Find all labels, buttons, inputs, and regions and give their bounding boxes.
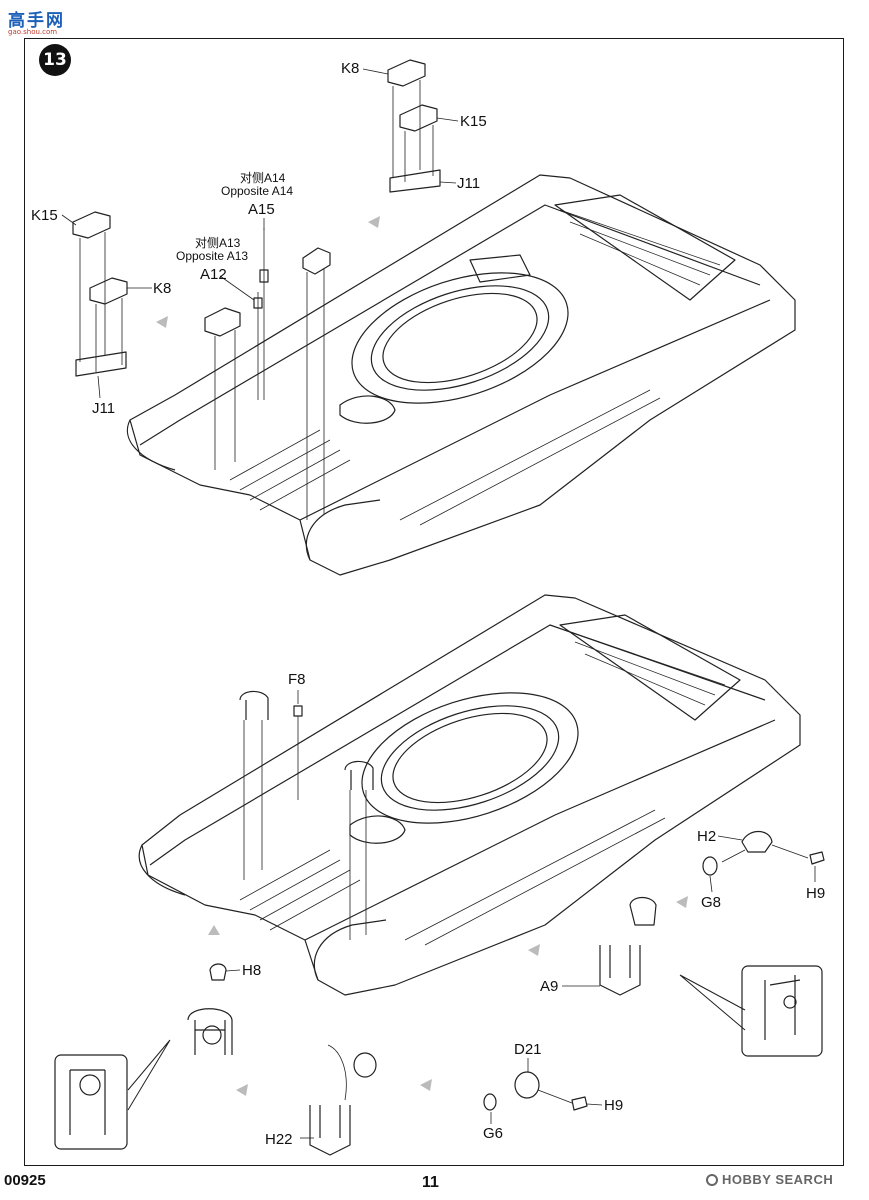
part-label-a12: A12 [200,266,227,283]
page-border [24,38,844,1166]
product-code: 00925 [4,1172,46,1189]
part-label-k8-top: K8 [341,60,360,77]
center-boxes-group [204,228,331,520]
upper-hull-drawing-bottom [138,594,801,996]
upper-hull-drawing-top [126,174,796,576]
part-label-d21: D21 [514,1041,542,1058]
part-label-k15-top: K15 [460,113,487,130]
part-label-k15-left: K15 [31,207,58,224]
part-label-g6: G6 [483,1125,504,1142]
part-label-a14-cn: 对侧A14 [240,171,286,185]
left-boxes-group [72,211,128,377]
hobby-search-text: HOBBY SEARCH [722,1172,834,1187]
site-logo-text: 高手网 [8,11,65,31]
part-label-a14-en: Opposite A14 [221,184,294,198]
leader-lines [61,68,816,1139]
top-boxes-group [387,59,441,193]
part-label-g8: G8 [701,894,722,911]
part-label-h2: H2 [697,828,717,845]
hobby-search-logo-icon [706,1174,718,1186]
site-logo: 高手网 gao.shou.com [4,4,76,38]
direction-arrows [156,216,688,1096]
part-label-j11-top: J11 [457,175,481,192]
part-label-a13-en: Opposite A13 [176,249,249,263]
part-label-h8: H8 [242,962,262,979]
bottom-attachments [54,690,825,1156]
part-label-a13-cn: 对侧A13 [195,236,241,250]
part-label-j11-left: J11 [92,400,116,417]
part-label-h9-right: H9 [806,885,826,902]
part-label-f8: F8 [288,671,306,688]
hobby-search-watermark: HOBBY SEARCH [706,1172,833,1187]
step-number-badge: 13 [39,44,71,76]
part-label-a9: A9 [540,978,559,995]
part-label-h22: H22 [265,1131,293,1148]
page-number: 11 [422,1174,439,1191]
site-logo-url: gao.shou.com [8,28,58,36]
part-label-k8-left: K8 [153,280,172,297]
part-label-h9-bottom: H9 [604,1097,624,1114]
part-label-a15: A15 [248,201,275,218]
